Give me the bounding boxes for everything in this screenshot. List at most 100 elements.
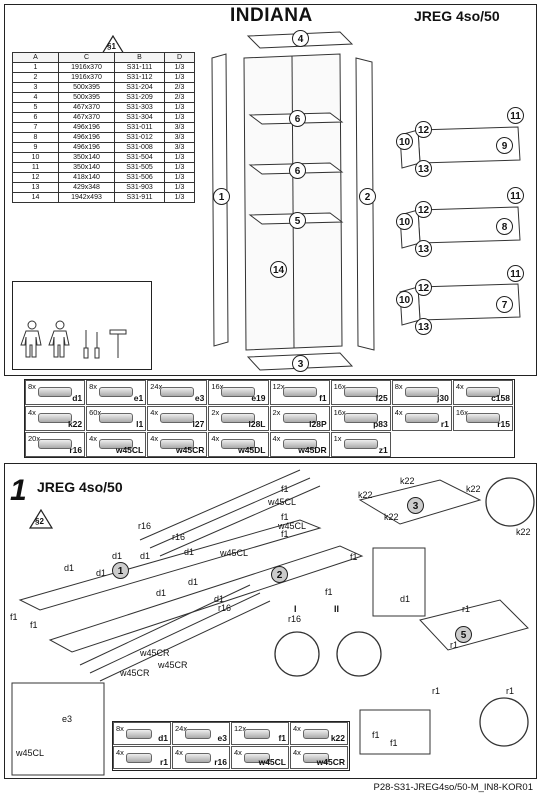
- hardware-code: k22: [67, 419, 83, 429]
- product-title: INDIANA: [230, 5, 313, 26]
- step-panel-1: 1: [112, 562, 129, 579]
- step-hardware-label: w45CL: [16, 748, 45, 758]
- hardware-icon: [282, 387, 317, 397]
- hardware-icon: [99, 439, 134, 449]
- hardware-item: 4x k22: [25, 406, 86, 431]
- hardware-icon: [99, 387, 134, 397]
- hardware-code: l28L: [248, 419, 266, 429]
- step-hardware-label: e3: [62, 714, 73, 724]
- step-hardware-label: r16: [138, 521, 152, 531]
- step-hardware-label: f1: [281, 484, 289, 494]
- hardware-code: l27: [192, 419, 205, 429]
- table-header-cell: C: [58, 52, 115, 63]
- table-cell: S31-209: [114, 92, 165, 103]
- hardware-qty: 12x: [234, 724, 247, 733]
- hardware-qty: 12x: [272, 382, 285, 391]
- part-callout-6a: 6: [289, 110, 306, 127]
- step-hardware-label: d1: [112, 551, 123, 561]
- hardware-qty: 4x: [455, 382, 464, 391]
- part-callout-10b: 10: [396, 213, 413, 230]
- table-cell: 418x140: [58, 172, 115, 183]
- hardware-strip: [24, 379, 515, 458]
- table-cell: 1942x493: [58, 192, 115, 203]
- hardware-qty: 4x: [28, 408, 36, 417]
- table-cell: S31-112: [114, 72, 165, 83]
- hardware-icon: [221, 387, 256, 397]
- hardware-icon: [160, 413, 195, 423]
- table-cell: 496x196: [58, 122, 115, 133]
- step-hardware-label: d1: [214, 594, 225, 604]
- table-header-cell: B: [114, 52, 165, 63]
- hardware-icon: [244, 753, 270, 763]
- hardware-code: r1: [440, 419, 449, 429]
- hardware-qty: 8x: [89, 382, 98, 391]
- table-cell: 2/3: [164, 92, 195, 103]
- hardware-qty: 24x: [150, 382, 163, 391]
- table-cell: 496x196: [58, 142, 115, 153]
- table-cell: 1/3: [164, 162, 195, 173]
- hardware-icon: [38, 439, 72, 449]
- part-callout-10c: 10: [396, 291, 413, 308]
- hardware-icon: [185, 753, 211, 763]
- hardware-code: f25: [375, 393, 388, 403]
- hardware-code: d1: [72, 393, 83, 403]
- step-hardware-label: d1: [184, 547, 195, 557]
- roman-one: I: [294, 604, 297, 614]
- hardware-code: r1: [159, 757, 168, 767]
- step-hardware-label: f1: [325, 587, 333, 597]
- hardware-icon: [160, 439, 195, 449]
- step-hardware-label: d1: [188, 577, 199, 587]
- table-cell: 350x140: [58, 162, 115, 173]
- table-cell: 8: [12, 132, 59, 143]
- step-hardware-label: k22: [466, 484, 481, 494]
- table-cell: 2: [12, 72, 59, 83]
- table-cell: 1/3: [164, 112, 195, 123]
- table-cell: 1916x370: [58, 72, 115, 83]
- hardware-qty: 8x: [394, 382, 403, 391]
- table-cell: 13: [12, 182, 59, 193]
- hardware-icon: [343, 387, 378, 397]
- part-callout-9: 9: [496, 137, 513, 154]
- hardware-code: w45DL: [238, 445, 266, 455]
- hardware-icon: [303, 729, 329, 739]
- hardware-qty: 16x: [333, 408, 346, 417]
- part-callout-4: 4: [292, 30, 309, 47]
- table-cell: S31-111: [114, 62, 165, 73]
- table-cell: 1/3: [164, 72, 195, 83]
- hardware-qty: 4x: [394, 408, 403, 417]
- hardware-qty: 60x: [89, 408, 102, 417]
- hardware-icon: [404, 387, 439, 397]
- step-hardware-strip: [112, 721, 350, 771]
- hardware-code: w45CL: [258, 757, 286, 767]
- part-callout-2: 2: [359, 188, 376, 205]
- table-cell: 500x395: [58, 82, 115, 93]
- step-hardware-label: w45CR: [140, 648, 170, 658]
- table-cell: S31-505: [114, 162, 165, 173]
- table-cell: 1916x370: [58, 62, 115, 73]
- hardware-icon: [465, 413, 500, 423]
- section-2-badge-text: §2: [35, 517, 44, 526]
- part-callout-11a: 11: [507, 107, 524, 124]
- part-callout-7: 7: [496, 296, 513, 313]
- hardware-icon: [38, 387, 72, 397]
- hardware-code: r16: [69, 445, 83, 455]
- hardware-code: k22: [330, 733, 345, 743]
- part-callout-13c: 13: [415, 318, 432, 335]
- step-hardware-label: f1: [372, 730, 380, 740]
- part-callout-1: 1: [213, 188, 230, 205]
- part-callout-11b: 11: [507, 187, 524, 204]
- step-hardware-label: r1: [432, 686, 441, 696]
